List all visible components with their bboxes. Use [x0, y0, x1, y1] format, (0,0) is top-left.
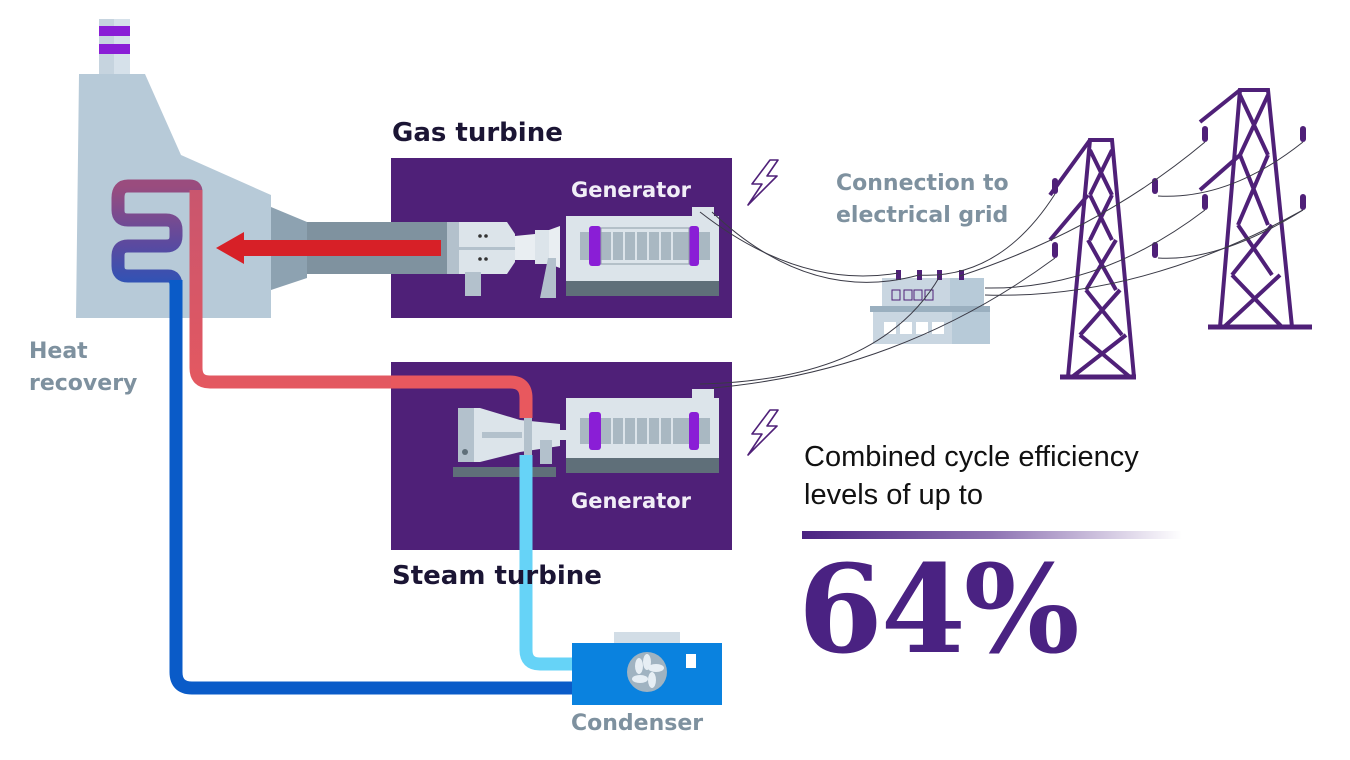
gas-turbine-label: Gas turbine [392, 118, 563, 148]
condenser-label: Condenser [571, 711, 704, 736]
generator-label-top: Generator [571, 178, 692, 202]
condenser-icon [572, 632, 722, 705]
heat-exchanger-coil-icon [111, 179, 203, 318]
condenser-fan-icon [627, 652, 667, 692]
lightning-bolt-icon [747, 409, 779, 456]
insulators [1052, 126, 1306, 258]
efficiency-divider [802, 531, 1182, 539]
generator-icon [566, 389, 719, 473]
steam-turbine-box [391, 362, 732, 550]
feedwater-pipe [169, 280, 580, 695]
efficiency-text: Combined cycle efficiency levels of up t… [804, 441, 1139, 511]
generator-label-bottom: Generator [571, 489, 692, 513]
exhaust-arrow-icon [216, 232, 440, 264]
steam-turbine-icon [453, 408, 572, 477]
grid-connection-label: Connection to electrical grid [836, 171, 1009, 228]
efficiency-value: 64% [798, 537, 1080, 681]
generator-icon [566, 207, 719, 296]
gas-turbine-icon [447, 222, 560, 298]
heat-recovery-label: Heat recovery [29, 339, 138, 396]
lightning-bolt-icon [747, 159, 779, 206]
gas-turbine-box [391, 158, 732, 318]
power-lines [699, 141, 1304, 389]
transmission-tower-icon [1048, 138, 1136, 380]
condensate-pipe [519, 455, 580, 671]
transmission-tower-icon [1198, 88, 1312, 330]
steam-turbine-label: Steam turbine [392, 561, 602, 591]
substation-icon [870, 270, 990, 344]
